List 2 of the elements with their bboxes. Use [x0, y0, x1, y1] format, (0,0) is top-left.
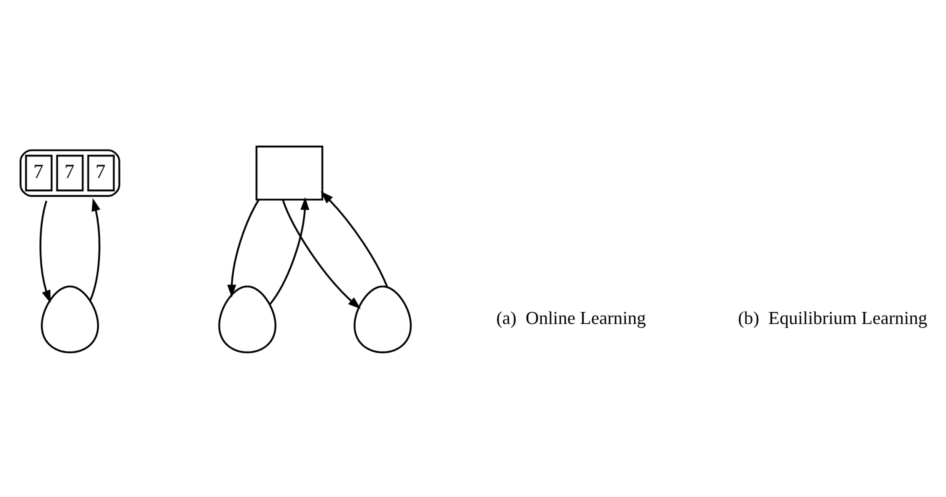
label: (b) Equilibrium Learning: [738, 307, 928, 328]
label: (a) Online Learning: [496, 307, 646, 328]
